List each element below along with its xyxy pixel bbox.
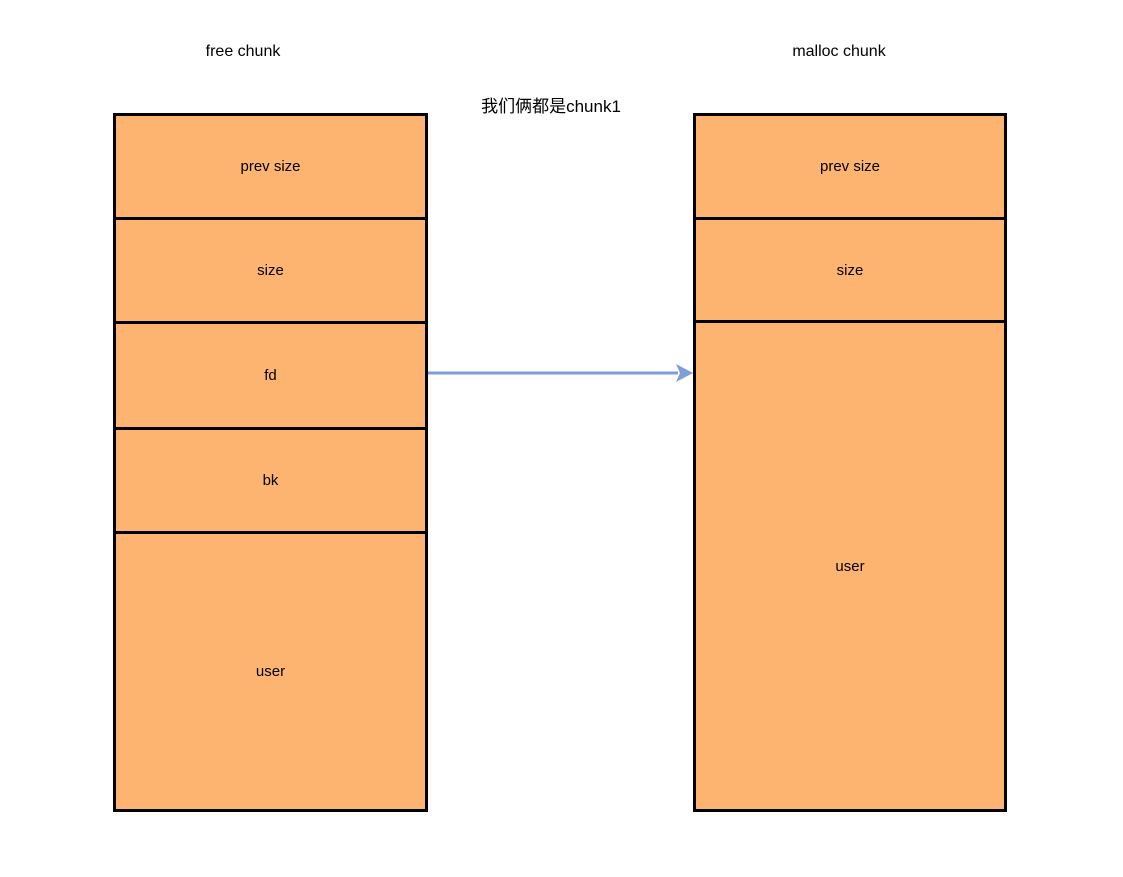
free-chunk-row-prev-size: prev size <box>116 116 425 220</box>
free-chunk-row-fd: fd <box>116 324 425 430</box>
free-chunk-row-user: user <box>255 663 286 680</box>
malloc-chunk-row-user: user <box>835 557 865 575</box>
free-chunk-title: free chunk <box>205 43 281 60</box>
malloc-chunk-box: prev size size user <box>693 113 1007 812</box>
malloc-chunk-title: malloc chunk <box>792 43 886 60</box>
free-chunk-row-bk: bk <box>116 430 425 534</box>
free-chunk-box: prev size size fd bk user <box>113 113 428 812</box>
fd-pointer-arrow <box>428 364 693 382</box>
malloc-chunk-row-size: size <box>696 220 1004 323</box>
malloc-chunk-row-prev-size: prev size <box>696 116 1004 220</box>
free-chunk-row-size: size <box>116 220 425 324</box>
arrow-head <box>676 364 693 382</box>
annotation-text: 我们俩都是chunk1 <box>481 97 621 116</box>
